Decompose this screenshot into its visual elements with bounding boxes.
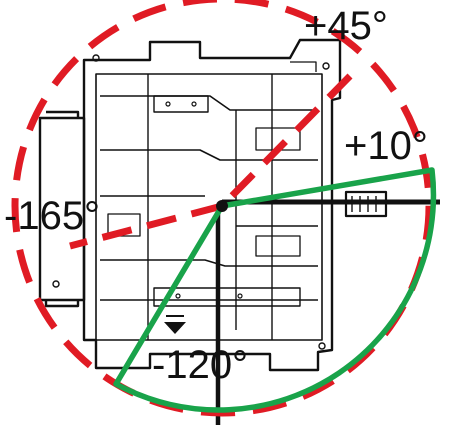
device-body [38, 38, 440, 425]
dashed-range-circle [11, 0, 433, 417]
down-arrow-icon [164, 315, 186, 334]
angle-label-minus-165: -165° [4, 194, 101, 238]
angle-label-plus-45: +45° [304, 4, 388, 48]
angle-label-plus-10: +10° [344, 124, 428, 168]
angle-label-minus-120: -120° [152, 343, 249, 387]
green-range-sector [113, 167, 437, 413]
pivot-dot-icon [216, 200, 228, 212]
dashed-limit-line [69, 73, 353, 250]
